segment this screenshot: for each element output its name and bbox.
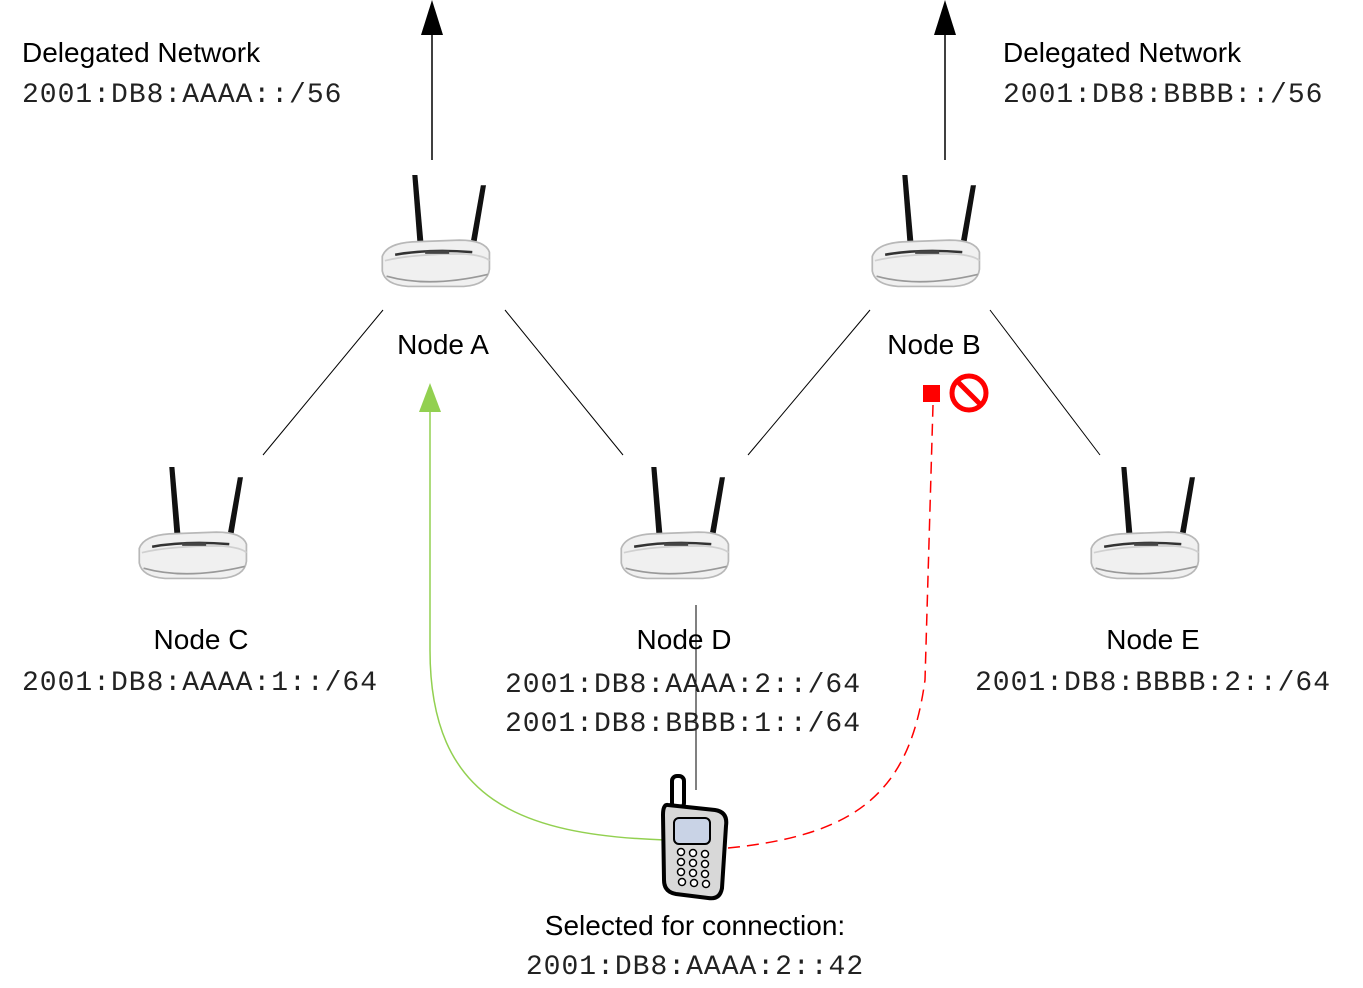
network-b-heading: Delegated Network bbox=[1003, 37, 1242, 68]
link-a-c bbox=[262, 309, 384, 456]
mobile-phone-icon bbox=[660, 774, 729, 901]
network-a-prefix: 2001:DB8:AAAA::/56 bbox=[22, 80, 343, 111]
uplink-arrow-b bbox=[934, 0, 956, 160]
node-d-address-2: 2001:DB8:BBBB:1::/64 bbox=[504, 709, 862, 740]
node-c-label: Node C bbox=[153, 624, 249, 655]
wifi-router-icon-a bbox=[380, 173, 491, 288]
selected-path bbox=[419, 383, 666, 841]
node-a-label: Node A bbox=[397, 329, 489, 360]
wifi-router-icon-c bbox=[137, 465, 248, 580]
link-a-d bbox=[504, 309, 624, 456]
mesh-links bbox=[262, 309, 1101, 790]
wifi-router-icon-b bbox=[870, 173, 981, 288]
node-e-address: 2001:DB8:BBBB:2::/64 bbox=[974, 668, 1332, 699]
rejected-path-end-marker bbox=[923, 385, 940, 402]
network-b-prefix: 2001:DB8:BBBB::/56 bbox=[1003, 80, 1324, 111]
phone-address: 2001:DB8:AAAA:2::42 bbox=[525, 952, 865, 983]
node-c-address: 2001:DB8:AAAA:1::/64 bbox=[21, 668, 379, 699]
node-d-label: Node D bbox=[636, 624, 732, 655]
wifi-router-icon-e bbox=[1089, 465, 1200, 580]
node-b-label: Node B bbox=[887, 329, 981, 360]
wifi-router-icon-d bbox=[619, 465, 730, 580]
network-a-heading: Delegated Network bbox=[22, 37, 261, 68]
phone-caption: Selected for connection: bbox=[544, 910, 846, 941]
rejected-path bbox=[727, 385, 940, 849]
node-e-label: Node E bbox=[1106, 624, 1200, 655]
uplink-arrow-a bbox=[421, 0, 443, 160]
prohibited-icon bbox=[949, 373, 989, 413]
link-b-e bbox=[989, 309, 1101, 456]
node-d-address-1: 2001:DB8:AAAA:2::/64 bbox=[504, 670, 862, 701]
link-b-d bbox=[747, 309, 871, 456]
